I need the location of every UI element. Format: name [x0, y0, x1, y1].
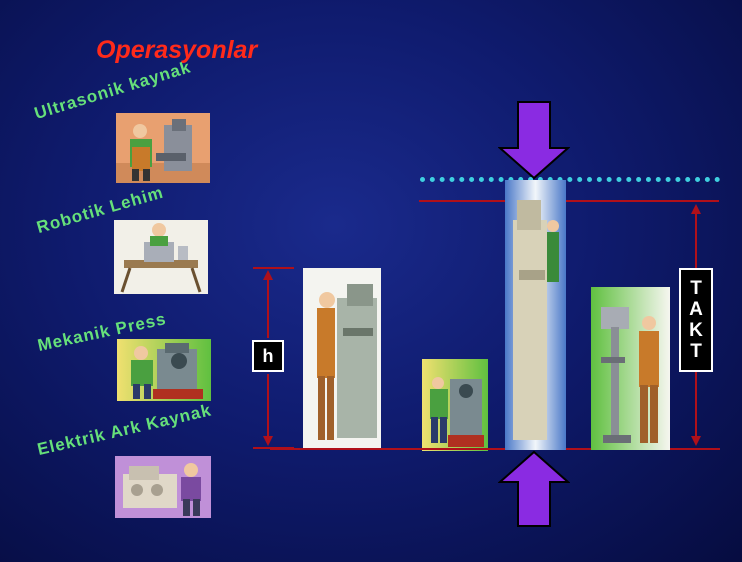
- target-line: [420, 177, 720, 182]
- takt-label: T A K T: [679, 268, 713, 372]
- takt-letter: A: [689, 299, 703, 320]
- arrow-down-icon: [498, 100, 570, 180]
- operation-label-elektrik: Elektrik Ark Kaynak: [36, 400, 214, 460]
- welder-drill-worker-icon: [116, 113, 210, 183]
- takt-letter: T: [690, 278, 702, 299]
- height-label: h: [252, 340, 284, 372]
- drill-press-worker-icon: [591, 287, 670, 450]
- takt-letter: T: [690, 341, 702, 362]
- worker-machine-icon: [303, 268, 381, 450]
- arrow-up-icon: [498, 450, 570, 528]
- small-press-worker-icon: [422, 359, 488, 451]
- tall-machine-icon: [505, 180, 566, 450]
- worker-table-icon: [114, 220, 208, 294]
- arc-welder-machine-icon: [115, 456, 211, 518]
- takt-letter: K: [689, 320, 703, 341]
- press-worker-icon: [117, 339, 211, 401]
- takt-top-line: [419, 200, 719, 202]
